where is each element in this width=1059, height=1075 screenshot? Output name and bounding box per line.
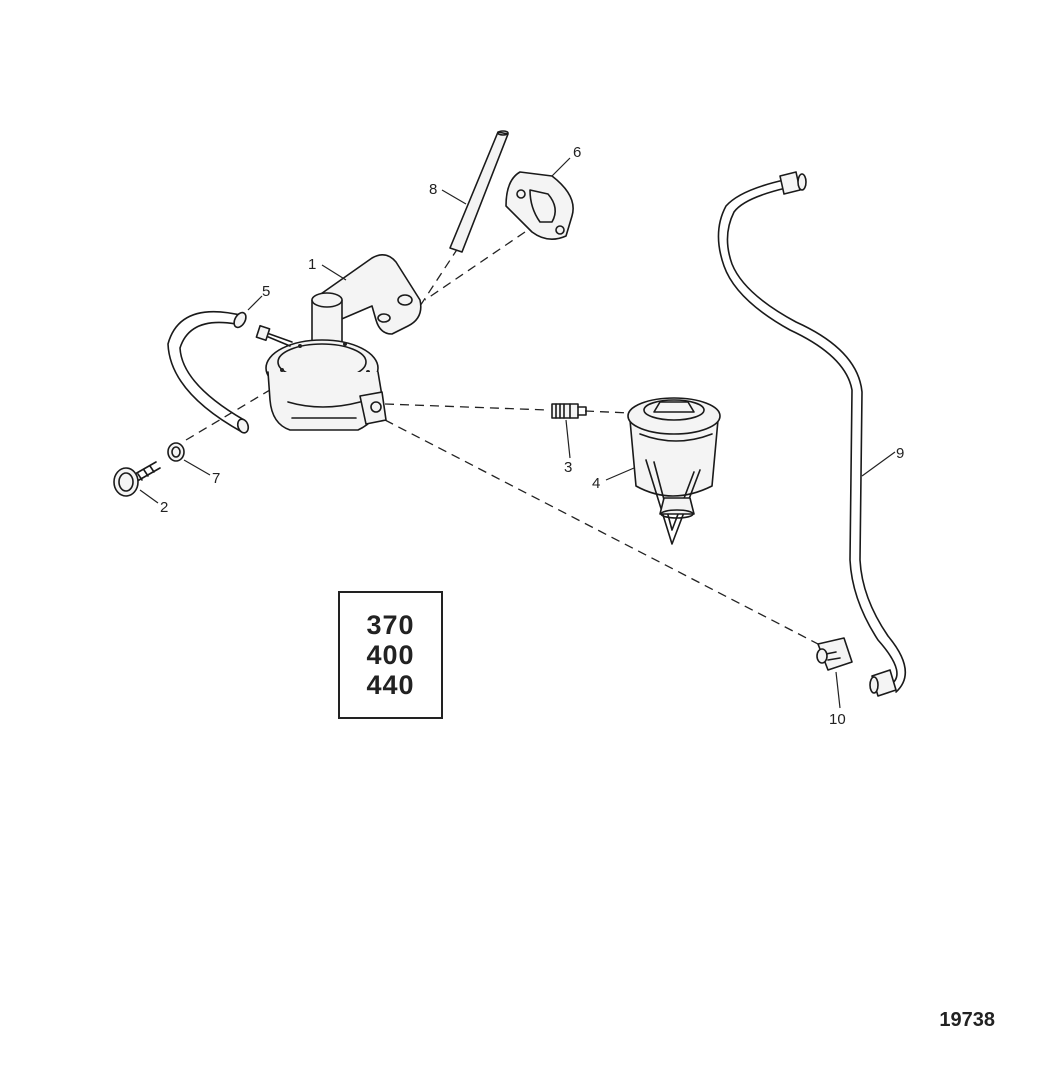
- leader-2: [139, 489, 159, 504]
- leader-4: [605, 467, 635, 481]
- model-number: 370: [366, 610, 415, 640]
- fuel-pump-part-1: [255, 254, 422, 431]
- assembly-line-3-to-4: [584, 410, 631, 414]
- bolt-part-2: [113, 461, 161, 497]
- leader-5: [247, 295, 263, 311]
- callout-9: 9: [896, 445, 904, 462]
- callout-2: 2: [160, 499, 168, 516]
- figure-reference-number: 19738: [939, 1009, 995, 1031]
- assembly-line-6-to-pump: [424, 231, 526, 301]
- callout-7: 7: [212, 470, 220, 487]
- callout-1: 1: [308, 256, 316, 273]
- assembly-line-pump-to-10: [384, 419, 821, 646]
- callout-4: 4: [592, 475, 600, 492]
- fuel-hose-part-5: [167, 310, 250, 434]
- fuel-filter-part-4: [627, 397, 721, 545]
- callout-8: 8: [429, 181, 437, 198]
- leader-6: [551, 157, 571, 177]
- leader-9: [861, 451, 896, 477]
- assembly-line-pump-to-3: [384, 403, 549, 411]
- leader-8: [441, 189, 467, 205]
- leader-3: [565, 419, 571, 459]
- model-applicability-box: 370 400 440: [338, 591, 443, 719]
- push-rod-part-8: [449, 130, 509, 253]
- assembly-line-8-to-pump: [419, 247, 459, 307]
- leader-10: [835, 671, 841, 709]
- callout-10: 10: [829, 711, 846, 728]
- callout-6: 6: [573, 144, 581, 161]
- leader-1: [321, 264, 347, 281]
- callout-3: 3: [564, 459, 572, 476]
- fitting-part-3: [551, 403, 587, 419]
- gasket-part-6: [505, 171, 574, 240]
- leader-7: [183, 459, 211, 476]
- callout-5: 5: [262, 283, 270, 300]
- model-number: 400: [366, 640, 415, 670]
- fuel-line-part-9: [717, 171, 907, 697]
- washer-part-7: [167, 442, 185, 462]
- fitting-part-10: [816, 637, 853, 671]
- model-number: 440: [366, 670, 415, 700]
